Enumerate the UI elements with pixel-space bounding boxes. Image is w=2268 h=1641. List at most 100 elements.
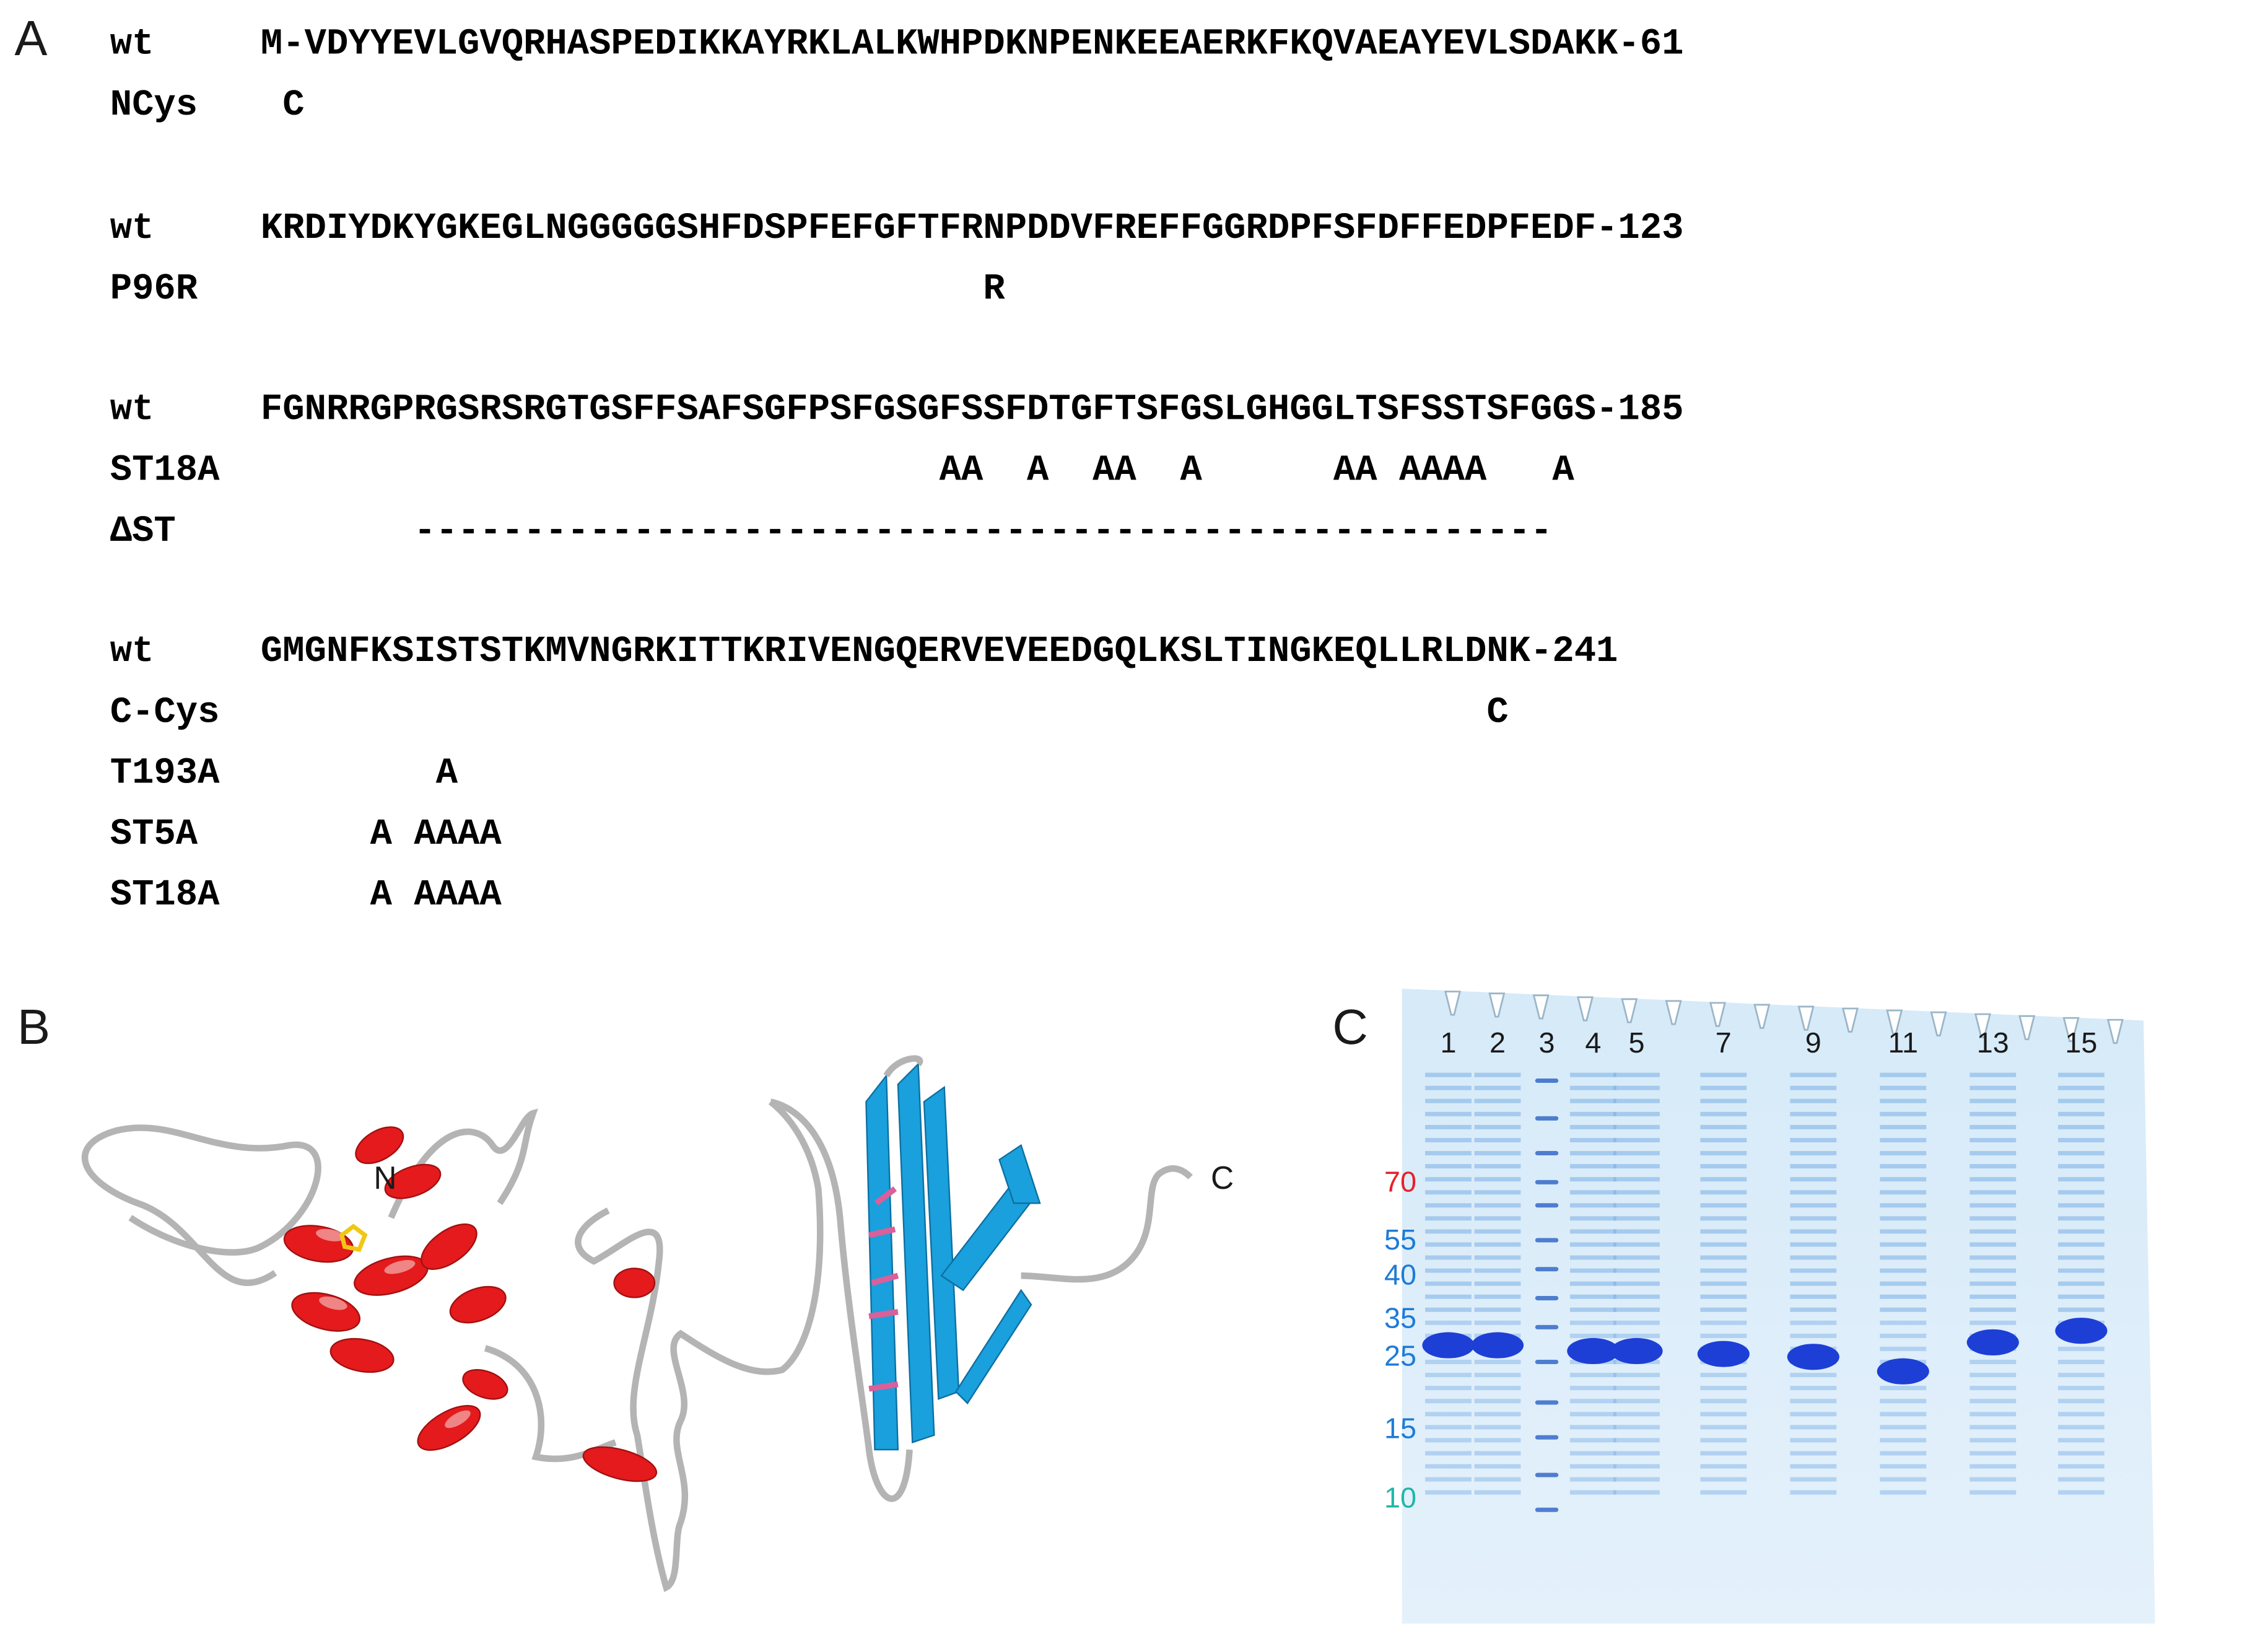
coil-hairpin [883,1055,923,1078]
protein-smear-band [1569,1373,1616,1378]
protein-smear-band [2058,1111,2104,1116]
ladder-band [1535,1360,1559,1365]
protein-smear-band [1569,1177,1616,1182]
disulfide-bond [339,1223,368,1253]
coil-linker-1 [484,1345,617,1463]
protein-smear-band [1969,1294,2017,1299]
marker-label: 70 [1384,1166,1416,1198]
protein-smear-band [1613,1255,1660,1260]
protein-smear-band [2058,1255,2104,1260]
protein-smear-band [1969,1137,2017,1142]
protein-smear-band [1569,1203,1616,1208]
protein-smear-band [1613,1281,1660,1286]
protein-smear-band [1425,1137,1472,1142]
protein-smear-band [1613,1386,1660,1391]
protein-smear-band [1474,1229,1521,1234]
coil-sheet-entry [769,1098,913,1502]
protein-smear-band [1969,1412,2017,1417]
protein-smear-band [2058,1294,2104,1299]
protein-smear-band [2058,1399,2104,1404]
protein-smear-band [1880,1333,1927,1338]
panel-c-label: C [1332,1000,1368,1056]
wt-sequence: FGNRRGPRGSRSRGTGSFFSAFSGFPSFGSGFSSFDTGFT… [260,388,1684,431]
protein-smear-band [1790,1203,1837,1208]
protein-smear-band [1474,1399,1521,1404]
protein-smear-band [1969,1464,2017,1469]
overexpressed-protein-band [1610,1337,1663,1365]
mutation-row: C [260,691,1509,734]
protein-smear-band [1790,1216,1837,1221]
ladder-band [1535,1435,1559,1440]
protein-smear-band [1700,1242,1747,1247]
alignment-row-label: wt [110,388,154,431]
protein-smear-band [1569,1268,1616,1273]
protein-smear-band [1790,1124,1837,1129]
mutation-row: R [260,268,1005,310]
gel-well [1930,1011,1947,1036]
coil-top [388,1108,538,1219]
protein-smear-band [1569,1399,1616,1404]
protein-smear-band [1613,1164,1660,1169]
protein-smear-band [1613,1399,1660,1404]
protein-smear-band [1790,1177,1837,1182]
marker-label: 15 [1384,1412,1416,1444]
protein-smear-band [1569,1451,1616,1456]
protein-smear-band [1474,1438,1521,1443]
protein-smear-band [1969,1438,2017,1443]
protein-smear-band [1613,1216,1660,1221]
protein-smear-band [1613,1124,1660,1129]
protein-smear-band [2058,1490,2104,1495]
protein-smear-band [1790,1151,1837,1156]
protein-smear-band [1425,1477,1472,1482]
protein-smear-band [2058,1177,2104,1182]
helix-highlights [316,1228,471,1429]
protein-smear-band [1569,1072,1616,1077]
protein-smear-band [1425,1399,1472,1404]
protein-smear-band [1569,1464,1616,1469]
protein-smear-band [1790,1386,1837,1391]
protein-smear-band [1613,1111,1660,1116]
protein-smear-band [1880,1281,1927,1286]
protein-smear-band [1613,1490,1660,1495]
protein-smear-band [1474,1072,1521,1077]
overexpressed-protein-band [2055,1318,2108,1344]
protein-smear-band [1969,1255,2017,1260]
protein-smear-band [1425,1373,1472,1378]
ladder-band [1535,1116,1559,1121]
marker-label: 40 [1384,1258,1416,1290]
protein-smear-band [1790,1242,1837,1247]
protein-smear-band [1880,1399,1927,1404]
protein-smear-band [1613,1072,1660,1077]
protein-smear-band [1969,1451,2017,1456]
protein-smear-band [1880,1346,1927,1351]
mutation-row: AA A AA A AA AAAA A [260,449,1574,492]
protein-smear-band [1569,1438,1616,1443]
overexpressed-protein-band [1877,1358,1929,1385]
protein-smear-band [1969,1203,2017,1208]
protein-smear-band [1880,1412,1927,1417]
overexpressed-protein-band [1422,1332,1475,1359]
ladder-band [1535,1296,1559,1301]
protein-smear-band [1569,1216,1616,1221]
lane-number-label: 11 [1888,1026,1919,1059]
protein-smear-band [1474,1490,1521,1495]
protein-smear-band [1700,1281,1747,1286]
protein-smear-band [1700,1320,1747,1325]
protein-smear-band [1425,1412,1472,1417]
marker-label: 35 [1384,1302,1416,1334]
protein-smear-band [1700,1399,1747,1404]
protein-smear-band [2058,1242,2104,1247]
ladder-band [1535,1400,1559,1405]
protein-smear-band [1969,1268,2017,1273]
protein-smear-band [1569,1137,1616,1142]
protein-smear-band [1425,1098,1472,1103]
protein-smear-band [1969,1124,2017,1129]
ladder-band [1535,1473,1559,1477]
helix-small-1 [613,1267,656,1298]
protein-smear-band [1700,1333,1747,1338]
protein-smear-band [1425,1294,1472,1299]
protein-smear-band [1613,1438,1660,1443]
protein-smear-band [2058,1425,2104,1430]
